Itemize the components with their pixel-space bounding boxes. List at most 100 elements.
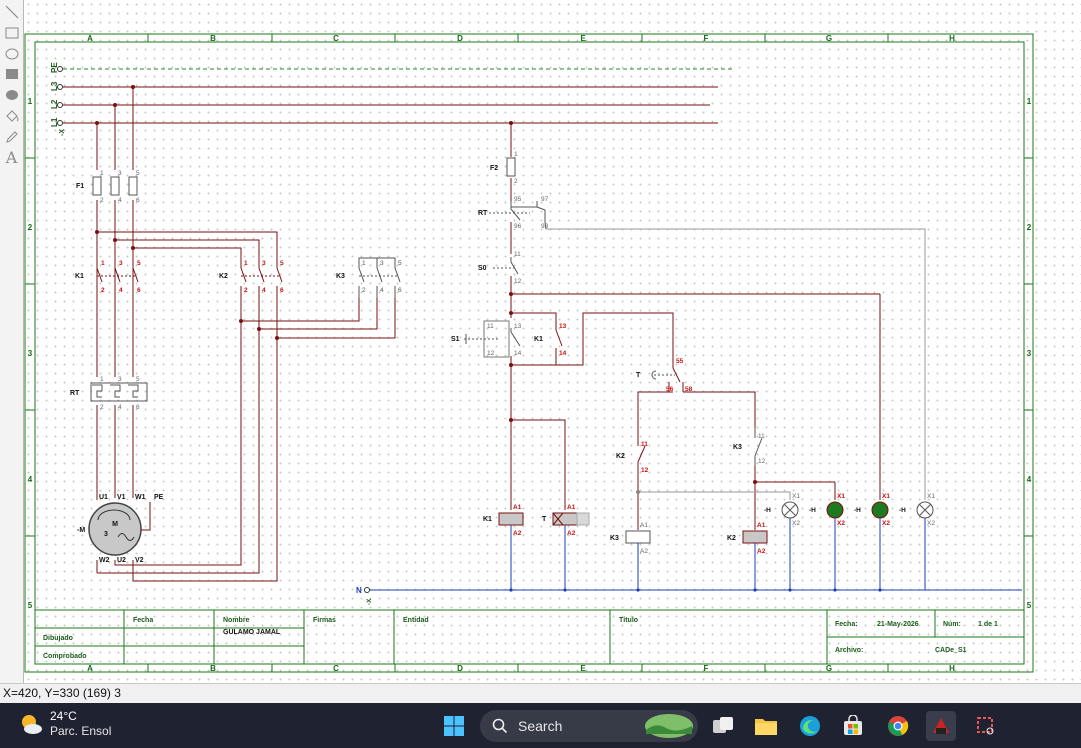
motor-terminal: V2 <box>135 557 144 564</box>
k3-aux-contact: K3 11 12 <box>733 428 766 466</box>
tb-archivo-label: Archivo: <box>835 647 863 654</box>
s0-label: S0 <box>478 265 487 272</box>
task-view-icon[interactable] <box>708 711 738 741</box>
terminal-num: 96 <box>514 223 522 230</box>
terminal-num: 3 <box>119 260 123 267</box>
terminal-num: 4 <box>262 287 266 294</box>
row-label: 4 <box>28 475 33 484</box>
control-wiring-grey <box>546 228 926 500</box>
terminal-num: 2 <box>101 287 105 294</box>
tb-fecha-value: 21-May-2026 <box>877 621 919 628</box>
pen-icon[interactable] <box>2 127 21 146</box>
terminal-num: 11 <box>487 323 494 330</box>
terminal-num: 5 <box>136 170 140 177</box>
text-tool-icon[interactable]: A <box>5 148 18 167</box>
weather-condition: Parc. Ensol <box>50 724 112 738</box>
title-block-text: Fecha Nombre Firmas Entidad Título Dibuj… <box>43 617 998 660</box>
microsoft-store-icon[interactable] <box>838 711 868 741</box>
fuse-f2: F2 1 2 <box>490 151 518 185</box>
windows-start-icon[interactable] <box>439 711 469 741</box>
filled-ellipse-tool-icon[interactable] <box>2 85 21 104</box>
lamp-h4: -H X1 X2 <box>899 493 935 590</box>
frame-row-labels: 1 2 3 4 5 1 2 3 4 5 <box>28 97 1032 610</box>
motor-label: -M <box>77 527 85 534</box>
search-highlight-icon <box>645 714 693 738</box>
terminal-num: 5 <box>398 260 402 267</box>
motor-terminal: U1 <box>99 494 108 501</box>
terminal-num: A2 <box>757 548 766 555</box>
stop-button-s0: S0 11 12 <box>478 251 522 285</box>
weather-widget[interactable]: 24°C Parc. Ensol <box>18 709 111 739</box>
col-label: G <box>826 34 832 43</box>
lamp-label: -H <box>809 507 816 514</box>
drawing-canvas[interactable]: A B C D E F G H A B C D E F G H 1 2 3 4 … <box>24 0 1081 683</box>
neutral-label: N <box>356 586 362 595</box>
row-label: 2 <box>1027 223 1032 232</box>
neutral-line: N -X <box>356 586 1022 605</box>
terminal-num: 12 <box>514 278 522 285</box>
lamp-label: -H <box>854 507 861 514</box>
terminal-num: 1 <box>362 260 366 267</box>
terminal-num: A2 <box>640 548 648 555</box>
file-explorer-icon[interactable] <box>751 711 781 741</box>
start-button-s1: S1 11 13 12 14 <box>451 320 522 358</box>
ellipse-tool-icon[interactable] <box>2 44 21 63</box>
motor-name: M <box>112 521 118 528</box>
rectangle-tool-icon[interactable] <box>2 23 21 42</box>
terminal-num: 13 <box>559 323 567 330</box>
contactor-k2-main <box>240 258 283 298</box>
terminal-num: 13 <box>514 323 522 330</box>
rt-aux-contact: RT 95 97 96 98 <box>478 196 549 230</box>
motor-terminal: U2 <box>117 557 126 564</box>
lamp-label: -H <box>764 507 771 514</box>
terminal-num: 2 <box>514 178 518 185</box>
terminal-num: 6 <box>136 404 140 411</box>
motor-terminal: PE <box>154 494 164 501</box>
terminal-num: 12 <box>641 467 649 474</box>
row-label: 2 <box>28 223 33 232</box>
tb-titulo: Título <box>619 617 638 624</box>
terminal-num: 1 <box>100 170 104 177</box>
lamp-label: -H <box>899 507 906 514</box>
k3-label: K3 <box>336 273 345 280</box>
tb-comprobado: Comprobado <box>43 653 87 660</box>
tb-fecha-label: Fecha: <box>835 621 858 628</box>
terminal-num: 11 <box>641 441 648 448</box>
terminal-num: 14 <box>559 350 567 357</box>
thermal-relay-rt: RT 1 3 5 2 4 6 <box>70 376 148 411</box>
col-label: F <box>704 664 709 673</box>
terminal-num: 97 <box>541 196 549 203</box>
terminal-num: 3 <box>380 260 384 267</box>
row-label: 1 <box>1027 97 1032 106</box>
weather-sun-cloud-icon <box>22 715 42 734</box>
coil-k1: K1 A1 A2 <box>483 504 524 590</box>
filled-rectangle-tool-icon[interactable] <box>2 64 21 83</box>
k2-main-numbers: 1 3 5 2 4 6 <box>244 260 284 294</box>
col-label: G <box>826 664 832 673</box>
col-label: H <box>949 34 955 43</box>
chrome-browser-icon[interactable] <box>883 711 913 741</box>
fill-bucket-icon[interactable] <box>2 106 21 125</box>
edge-browser-icon[interactable] <box>795 711 825 741</box>
snipping-tool-icon[interactable] <box>971 711 1001 741</box>
terminal-num: A1 <box>513 504 522 511</box>
taskbar: 24°C Parc. Ensol Search <box>0 703 1081 748</box>
terminal-num: 56 <box>666 386 674 393</box>
tb-num-label: Núm: <box>943 621 961 628</box>
line-label-l3: L3 <box>50 81 59 91</box>
terminal-num: 1 <box>244 260 248 267</box>
k1-aux-label: K1 <box>534 336 543 343</box>
cade-app-icon[interactable] <box>926 711 956 741</box>
terminal-num: X2 <box>792 520 800 527</box>
tb-fecha-col: Fecha <box>133 617 153 624</box>
terminal-num: A2 <box>567 530 576 537</box>
k2-label: K2 <box>219 273 228 280</box>
terminal-num: 11 <box>758 433 765 440</box>
terminal-num: 12 <box>487 350 495 357</box>
terminal-num: 3 <box>118 376 122 383</box>
line-tool-icon[interactable] <box>2 2 21 21</box>
terminal-num: A2 <box>513 530 522 537</box>
taskbar-search-box[interactable]: Search <box>480 710 698 742</box>
coil-k2: K2 A1 A2 <box>727 522 768 590</box>
row-label: 1 <box>28 97 33 106</box>
